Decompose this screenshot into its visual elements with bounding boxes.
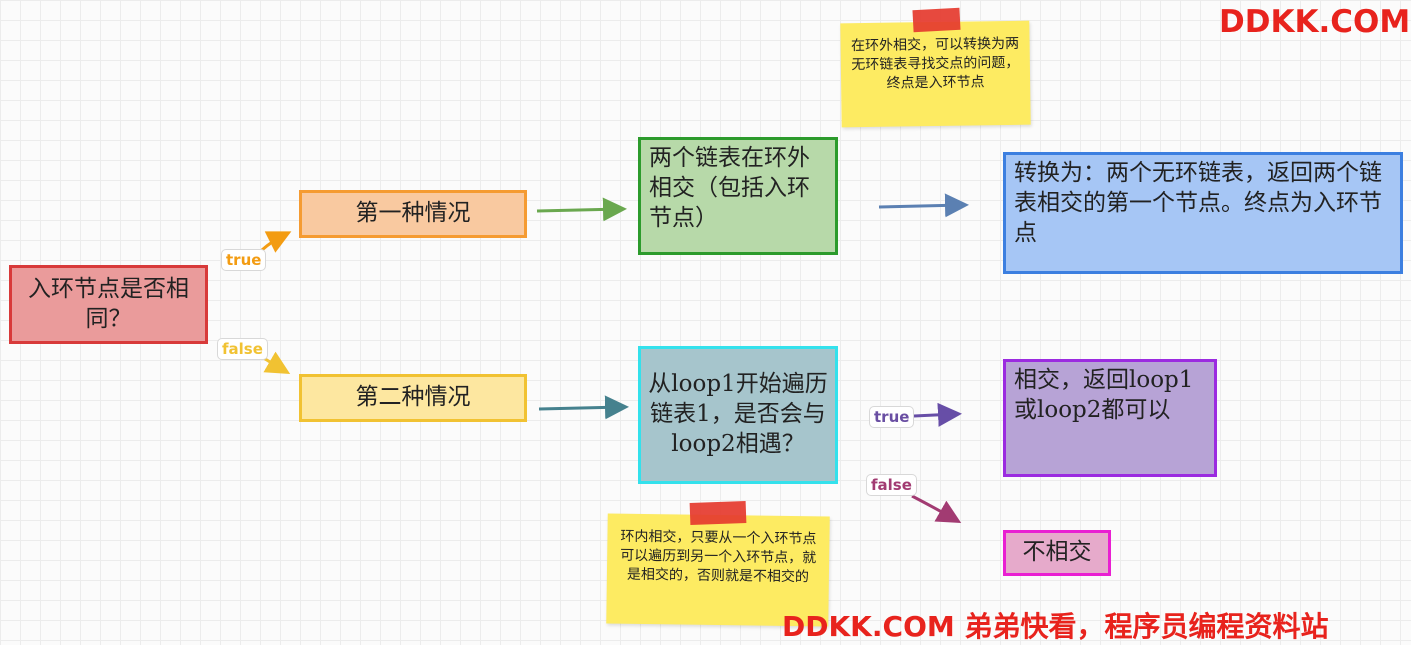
node-intersect-yes[interactable]: 相交，返回loop1或loop2都可以 bbox=[1003, 359, 1217, 477]
edge-label-true-case1: true bbox=[221, 249, 267, 271]
node-case2[interactable]: 第二种情况 bbox=[299, 374, 527, 422]
arrow-loop-to-no bbox=[911, 494, 962, 523]
edge-label-false-no: false bbox=[866, 474, 917, 496]
node-no-label: 不相交 bbox=[1022, 539, 1092, 566]
arrow-loop-to-yes bbox=[913, 402, 962, 427]
node-loop-traverse[interactable]: 从loop1开始遍历链表1，是否会与loop2相遇？ bbox=[638, 346, 838, 484]
node-convert-label: 转换为：两个无环链表，返回两个链表相交的第一个节点。终点为入环节点 bbox=[1014, 160, 1382, 246]
node-yes-label: 相交，返回loop1或loop2都可以 bbox=[1014, 367, 1194, 423]
edge-label-false-case2: false bbox=[217, 338, 268, 360]
arrow-root-to-case1 bbox=[260, 231, 292, 253]
arrow-case2-to-loop bbox=[538, 395, 629, 420]
tape-icon-top bbox=[912, 7, 961, 33]
node-case1[interactable]: 第一种情况 bbox=[299, 190, 527, 238]
tape-icon-bottom bbox=[689, 501, 747, 525]
watermark-bottom: DDKK.COM 弟弟快看，程序员编程资料站 bbox=[782, 610, 1329, 643]
node-case1-label: 第一种情况 bbox=[355, 200, 471, 227]
sticky-note-top-text: 在环外相交，可以转换为两无环链表寻找交点的问题，终点是入环节点 bbox=[850, 35, 1020, 92]
node-convert[interactable]: 转换为：两个无环链表，返回两个链表相交的第一个节点。终点为入环节点 bbox=[1003, 152, 1403, 274]
edge-label-true-yes: true bbox=[869, 406, 915, 428]
node-intersect-no[interactable]: 不相交 bbox=[1003, 530, 1111, 576]
arrow-case1-to-outside bbox=[536, 197, 627, 222]
node-root[interactable]: 入环节点是否相同？ bbox=[9, 265, 208, 344]
node-case2-label: 第二种情况 bbox=[355, 384, 471, 411]
watermark-top: DDKK.COM bbox=[1219, 4, 1411, 40]
node-root-label: 入环节点是否相同？ bbox=[28, 275, 189, 332]
arrow-outside-to-convert bbox=[878, 193, 969, 218]
sticky-note-top: 在环外相交，可以转换为两无环链表寻找交点的问题，终点是入环节点 bbox=[840, 20, 1031, 128]
node-outside-intersect[interactable]: 两个链表在环外相交（包括入环节点） bbox=[638, 137, 838, 255]
sticky-note-bottom-text: 环内相交，只要从一个入环节点可以遍历到另一个入环节点，就是相交的，否则就是不相交… bbox=[620, 528, 817, 586]
node-outside-label: 两个链表在环外相交（包括入环节点） bbox=[649, 145, 810, 231]
node-loop-label: 从loop1开始遍历链表1，是否会与loop2相遇？ bbox=[648, 371, 828, 457]
